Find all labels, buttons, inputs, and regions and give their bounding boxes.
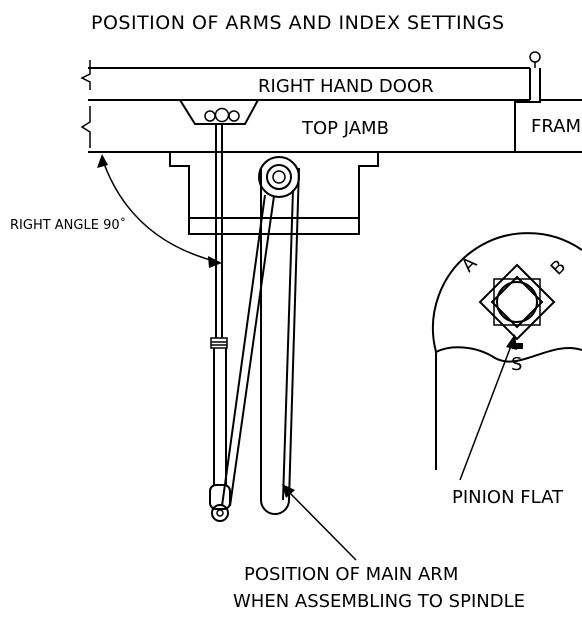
right-hand-door: RIGHT HAND DOOR — [80, 60, 531, 101]
svg-text:B: B — [547, 256, 571, 280]
diagram-title: POSITION OF ARMS AND INDEX SETTINGS — [91, 12, 505, 34]
door-label: RIGHT HAND DOOR — [258, 76, 434, 97]
main-arm-caption-line1: POSITION OF MAIN ARM — [244, 564, 458, 585]
jamb-label: TOP JAMB — [301, 118, 389, 139]
door-frame: FRAM — [515, 68, 582, 153]
pinion-square-inner — [490, 275, 544, 329]
pinion-flat-label: PINION FLAT — [452, 487, 564, 508]
angle-label: RIGHT ANGLE 90˚ — [10, 217, 126, 233]
pinion-square-outer — [478, 263, 556, 341]
main-arm-caption-line2: WHEN ASSEMBLING TO SPINDLE — [233, 591, 525, 612]
frame-label: FRAM — [531, 116, 581, 137]
main-arm-leader — [282, 484, 357, 561]
index-mark-b: B — [547, 256, 571, 280]
index-mark-a: A — [458, 252, 482, 276]
forearm — [209, 124, 231, 522]
pinion-detail: A B S PINION FLAT — [431, 232, 582, 508]
hinge-pivot — [529, 51, 541, 68]
arm-bracket — [178, 99, 260, 125]
svg-text:A: A — [458, 252, 482, 276]
right-angle-indicator: RIGHT ANGLE 90˚ — [10, 154, 222, 268]
main-arm — [221, 167, 300, 515]
top-jamb: TOP JAMB — [80, 99, 530, 153]
closer-body — [169, 152, 379, 235]
index-mark-s: S — [511, 354, 522, 375]
